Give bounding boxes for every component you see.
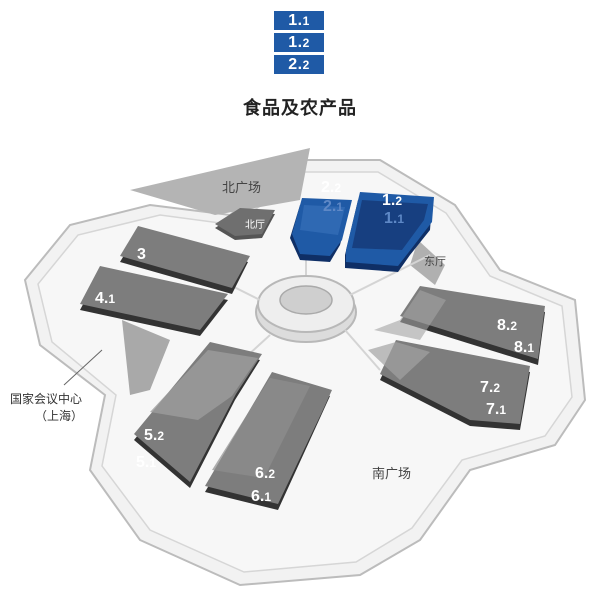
hall-label-5-1: 5.1 <box>136 454 156 471</box>
north-hall[interactable]: 北厅 <box>215 208 275 240</box>
north-hall-label: 北厅 <box>245 219 265 231</box>
legend-item-2-2[interactable]: 2.2 <box>274 55 324 74</box>
hall-7[interactable]: 7.2 7.1 <box>368 340 530 430</box>
east-connector-zone <box>410 240 445 285</box>
west-connector-zone <box>122 320 170 395</box>
hall-6[interactable]: 6.2 6.1 <box>205 372 332 510</box>
hall-label-7-1: 7.1 <box>486 401 506 418</box>
convention-leader-line <box>63 349 103 386</box>
hall-label-8-2: 8.2 <box>497 317 517 334</box>
hall-label-7-2: 7.2 <box>480 379 500 396</box>
hall-label-3: 3 <box>137 246 146 263</box>
north-plaza-zone <box>130 148 310 215</box>
north-plaza-label: 北广场 <box>222 180 261 195</box>
legend: 1.1 1.2 2.2 <box>274 11 324 77</box>
hall-4[interactable]: 4.1 <box>80 266 228 336</box>
east-hall-label: 东厅 <box>424 255 446 268</box>
legend-item-1-2[interactable]: 1.2 <box>274 33 324 52</box>
map-title: 食品及农产品 <box>243 98 357 118</box>
hall-label-8-1: 8.1 <box>514 339 534 356</box>
hall-label-2-1: 2.1 <box>323 198 343 215</box>
hall-label-6-1: 6.1 <box>251 488 271 505</box>
south-plaza-label: 南广场 <box>372 466 411 481</box>
legend-item-1-1[interactable]: 1.1 <box>274 11 324 30</box>
convention-center-sublabel: （上海） <box>35 408 83 423</box>
hall-3[interactable]: 3 <box>120 226 250 294</box>
hall-5[interactable]: 5.2 5.1 <box>134 342 262 488</box>
hall-label-5-2: 5.2 <box>144 427 164 444</box>
convention-center-label: 国家会议中心 <box>10 391 82 406</box>
hall-label-1-2: 1.2 <box>382 192 402 209</box>
hall-label-2-2: 2.2 <box>321 179 341 196</box>
hall-label-1-1: 1.1 <box>384 210 404 227</box>
hall-1[interactable]: 1.2 1.1 <box>345 192 434 272</box>
hall-label-4-1: 4.1 <box>95 290 115 307</box>
hall-8[interactable]: 8.2 8.1 <box>374 286 545 365</box>
central-hub <box>255 275 357 343</box>
hall-label-6-2: 6.2 <box>255 465 275 482</box>
hall-2[interactable]: 2.2 2.1 <box>290 179 352 262</box>
